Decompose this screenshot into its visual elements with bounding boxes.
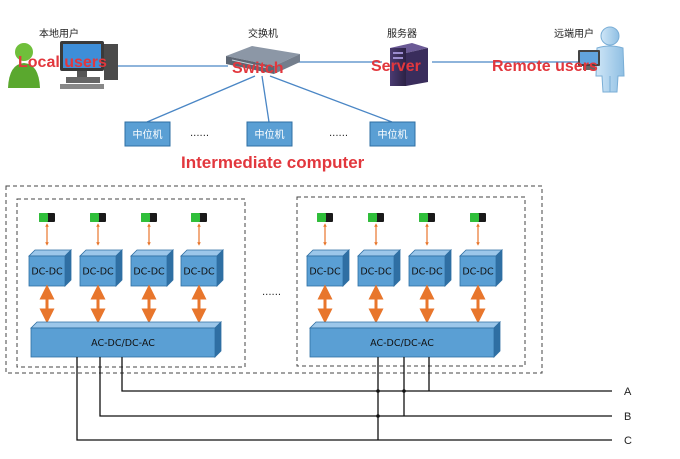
- module-group-left: [16, 198, 246, 368]
- link-switch-ic1: [146, 75, 256, 123]
- acdc-box-label: AC-DC/DC-AC: [370, 338, 434, 349]
- server-icon: [390, 43, 428, 86]
- dcdc-box: DC-DC: [180, 249, 224, 287]
- link-switch-ic2: [261, 75, 270, 123]
- bus-line-b: [99, 357, 612, 417]
- dcdc-box: DC-DC: [306, 249, 350, 287]
- remote-user-en-label: Remote users: [492, 58, 598, 75]
- bus-line-c: [76, 357, 612, 441]
- remote-user-cn-label: 远端用户: [554, 27, 594, 40]
- server-en-label: Server: [371, 58, 421, 75]
- module-group-right: [296, 196, 526, 367]
- server-cn-label: 服务器: [387, 27, 417, 40]
- bus-label-a: A: [624, 386, 632, 398]
- dcdc-box: DC-DC: [408, 249, 452, 287]
- dcdc-box: DC-DC: [79, 249, 123, 287]
- intermediate-box-2: 中位机: [246, 121, 293, 147]
- intermediate-label-2: 中位机: [255, 128, 285, 141]
- battery-icon: [470, 213, 486, 222]
- server-node: 服务器 Server: [371, 27, 428, 86]
- remote-user-node: 远端用户 Remote users: [492, 26, 625, 93]
- intermediate-box-1: 中位机: [124, 121, 171, 147]
- intermediate-label-3: 中位机: [378, 128, 408, 141]
- dcdc-box-label: DC-DC: [462, 267, 494, 278]
- module-set-right: DC-DC DC-DC DC-DC DC-DC AC-DC/DC-AC: [306, 213, 503, 358]
- acdc-box: AC-DC/DC-AC: [30, 321, 222, 358]
- battery-icon: [368, 213, 384, 222]
- switch-node: 交换机 Switch: [226, 27, 300, 77]
- dcdc-box-label: DC-DC: [133, 267, 165, 278]
- battery-icon: [317, 213, 333, 222]
- dcdc-box-label: DC-DC: [360, 267, 392, 278]
- battery-icon: [419, 213, 435, 222]
- local-user-en-label: Local users: [18, 54, 107, 71]
- acdc-box: AC-DC/DC-AC: [309, 321, 501, 358]
- battery-icon: [90, 213, 106, 222]
- battery-icon: [39, 213, 55, 222]
- computer-icon: [60, 41, 118, 89]
- bus-label-c: C: [624, 435, 632, 447]
- system-boundary: [5, 185, 543, 374]
- dcdc-box-label: DC-DC: [309, 267, 341, 278]
- link-switch-ic3: [269, 75, 393, 123]
- remote-computer-icon: [578, 50, 600, 70]
- bus-label-b: B: [624, 411, 631, 423]
- intermediate-row: 中位机 ...... 中位机 ...... 中位机 Intermediate c…: [124, 121, 416, 172]
- person-blue-icon: [595, 26, 625, 93]
- intermediate-label-1: 中位机: [133, 128, 163, 141]
- bus-junctions: [376, 389, 406, 418]
- network-links: [105, 61, 582, 123]
- battery-icon: [141, 213, 157, 222]
- dcdc-box-label: DC-DC: [183, 267, 215, 278]
- module-set-left: DC-DC DC-DC DC-DC DC-DC AC-DC/DC-AC: [28, 213, 224, 358]
- module-between-dots: ......: [262, 287, 281, 298]
- local-user-node: 本地用户 Local users: [8, 27, 118, 89]
- intermediate-en-label: Intermediate computer: [181, 153, 365, 172]
- dcdc-box-label: DC-DC: [411, 267, 443, 278]
- intermediate-dots-1: ......: [190, 128, 209, 139]
- dcdc-box: DC-DC: [357, 249, 401, 287]
- switch-icon: [226, 46, 300, 74]
- intermediate-dots-2: ......: [329, 128, 348, 139]
- intermediate-box-3: 中位机: [369, 121, 416, 147]
- dcdc-box-label: DC-DC: [82, 267, 114, 278]
- switch-en-label: Switch: [232, 60, 284, 77]
- dcdc-box: DC-DC: [459, 249, 503, 287]
- acdc-box-label: AC-DC/DC-AC: [91, 338, 155, 349]
- bus-line-a: [121, 357, 612, 392]
- dcdc-box-label: DC-DC: [31, 267, 63, 278]
- ac-bus: [76, 357, 612, 441]
- local-user-cn-label: 本地用户: [39, 27, 79, 40]
- person-green-icon: [8, 43, 40, 88]
- dcdc-box: DC-DC: [130, 249, 174, 287]
- dcdc-box: DC-DC: [28, 249, 72, 287]
- switch-cn-label: 交换机: [248, 27, 278, 40]
- battery-icon: [191, 213, 207, 222]
